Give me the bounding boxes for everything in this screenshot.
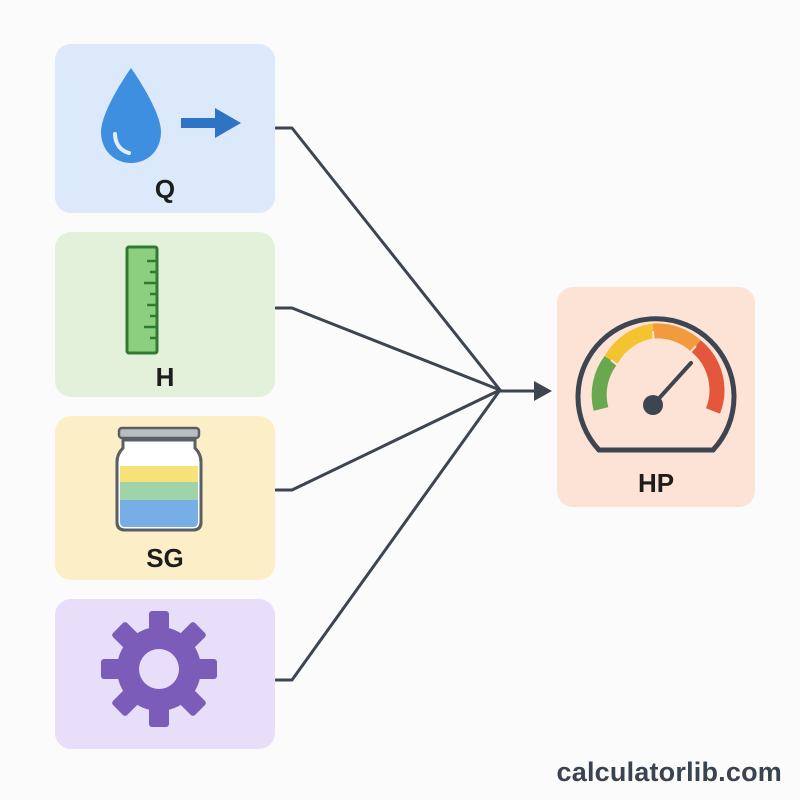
connector-h	[274, 306, 502, 392]
connector-sg	[274, 388, 502, 492]
input-card-gear	[55, 599, 275, 749]
connector-gear	[274, 388, 502, 682]
input-card-q: Q	[55, 44, 275, 213]
water-drop-icon	[101, 68, 161, 163]
site-watermark: calculatorlib.com	[556, 757, 782, 787]
output-card-hp: HP	[557, 287, 755, 507]
input-card-h: H	[55, 232, 275, 397]
input-label-q: Q	[154, 174, 176, 204]
connector-q	[274, 126, 502, 392]
input-label-sg: SG	[146, 543, 184, 573]
liquid-jar-icon	[115, 426, 203, 532]
arrowhead-icon	[534, 381, 552, 401]
output-label-hp: HP	[637, 468, 675, 498]
input-card-sg: SG	[55, 416, 275, 580]
input-label-h: H	[155, 362, 175, 392]
ruler-icon	[125, 245, 159, 355]
flow-arrow-icon	[181, 108, 241, 138]
speedometer-gauge-icon	[575, 316, 737, 453]
gear-icon	[101, 611, 217, 727]
